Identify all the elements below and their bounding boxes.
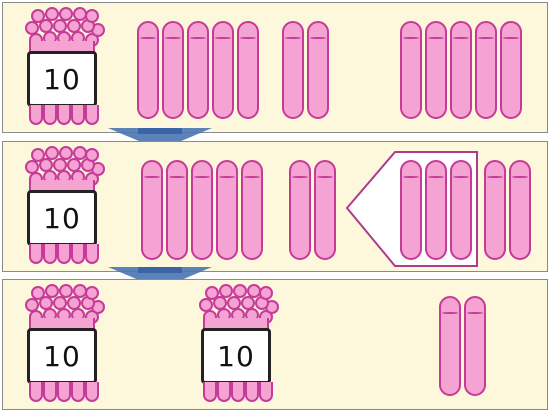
rod <box>464 296 486 396</box>
rod-end-cap <box>31 286 45 300</box>
rod-end-cap <box>59 146 73 160</box>
rod-end-cap <box>233 284 247 298</box>
rod <box>141 160 163 260</box>
rod-end-cap <box>199 298 213 312</box>
rod-end-bottom <box>43 105 57 125</box>
rod-end-cap <box>25 298 39 312</box>
rod <box>450 21 472 119</box>
rod-end-bottom <box>43 244 57 264</box>
rod-end-bottom <box>57 244 71 264</box>
rod-end-cap <box>53 158 67 172</box>
rod-end-bottom <box>29 382 43 402</box>
panel-3: 10 10 <box>2 279 548 410</box>
rod-end-cap <box>45 7 59 21</box>
rod-end-bottom <box>85 382 99 402</box>
rod-end-bottom <box>29 244 43 264</box>
panel-1: 10 <box>2 2 548 133</box>
rod <box>289 160 311 260</box>
rod-end-cap <box>67 296 81 310</box>
rod-end-cap <box>67 19 81 33</box>
rod-end-bottom <box>259 382 273 402</box>
bundle-label: 10 <box>27 190 97 246</box>
rod-end-bottom <box>203 382 217 402</box>
rod-end-cap <box>85 9 99 23</box>
rod-end-cap <box>205 286 219 300</box>
rod <box>425 21 447 119</box>
rod-end-cap <box>59 7 73 21</box>
rod <box>509 160 531 260</box>
rod <box>400 160 422 260</box>
rod <box>450 160 472 260</box>
rod-end-cap <box>31 9 45 23</box>
rod-end-cap <box>25 21 39 35</box>
rod <box>425 160 447 260</box>
rod-end-bottom <box>57 105 71 125</box>
rod-end-cap <box>219 284 233 298</box>
rod <box>216 160 238 260</box>
rod-end-cap <box>73 7 87 21</box>
rod-end-bottom <box>43 382 57 402</box>
rod <box>166 160 188 260</box>
rod-end-cap <box>241 296 255 310</box>
rod <box>137 21 159 119</box>
rod-end-bottom <box>85 244 99 264</box>
panel-2: 10 <box>2 141 548 272</box>
rod-end-cap <box>59 284 73 298</box>
rod <box>500 21 522 119</box>
bundle-label: 10 <box>27 328 97 384</box>
rod-end-bottom <box>29 105 43 125</box>
rod-end-cap <box>259 286 273 300</box>
rod <box>187 21 209 119</box>
rod-end-cap <box>31 148 45 162</box>
rod-end-cap <box>227 296 241 310</box>
rod <box>439 296 461 396</box>
bundle-label: 10 <box>27 51 97 107</box>
rod-end-cap <box>45 146 59 160</box>
rod-end-bottom <box>217 382 231 402</box>
rod-end-cap <box>53 296 67 310</box>
rod <box>484 160 506 260</box>
rod-end-cap <box>25 160 39 174</box>
rod <box>212 21 234 119</box>
rod <box>237 21 259 119</box>
rod-end-bottom <box>57 382 71 402</box>
rod-end-cap <box>67 158 81 172</box>
rod <box>314 160 336 260</box>
rod <box>400 21 422 119</box>
rod-end-bottom <box>231 382 245 402</box>
rod-end-cap <box>53 19 67 33</box>
rod-end-bottom <box>85 105 99 125</box>
rod <box>241 160 263 260</box>
rod <box>282 21 304 119</box>
rod-end-cap <box>85 148 99 162</box>
bundle-of-ten: 10 <box>23 146 101 270</box>
rod-end-bottom <box>71 382 85 402</box>
bundle-of-ten: 10 <box>197 284 275 408</box>
bundle-of-ten: 10 <box>23 284 101 408</box>
bundle-label: 10 <box>201 328 271 384</box>
rod-end-bottom <box>71 244 85 264</box>
rod-end-cap <box>85 286 99 300</box>
rod <box>191 160 213 260</box>
rod-end-bottom <box>71 105 85 125</box>
rod-end-cap <box>247 284 261 298</box>
rod-end-bottom <box>245 382 259 402</box>
bundle-of-ten: 10 <box>23 7 101 131</box>
rod-end-cap <box>73 146 87 160</box>
rod-end-cap <box>73 284 87 298</box>
rod <box>475 21 497 119</box>
rod-end-cap <box>45 284 59 298</box>
rod <box>162 21 184 119</box>
rod <box>307 21 329 119</box>
